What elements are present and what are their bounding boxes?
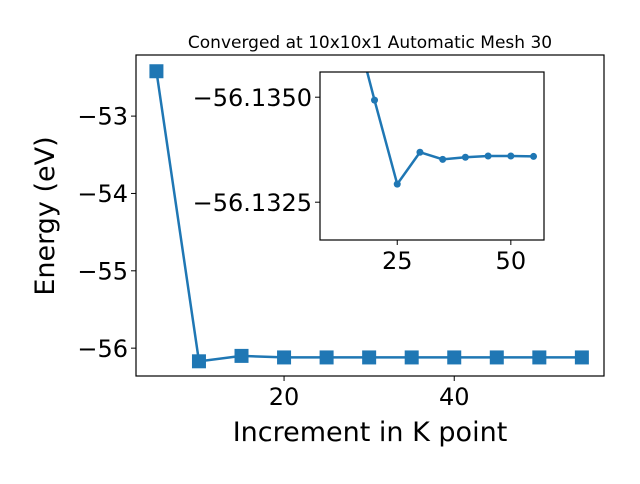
- main-data-point: [489, 350, 504, 365]
- inset-data-point: [371, 96, 379, 104]
- inset-y-tick-label: −56.1325: [193, 189, 312, 217]
- inset-data-point: [461, 153, 469, 161]
- main-data-point: [191, 354, 206, 369]
- main-data-point: [362, 350, 377, 365]
- inset-data-point: [507, 152, 515, 160]
- inset-x-tick-label: 50: [496, 247, 527, 275]
- inset-x-tick-label: 25: [382, 247, 413, 275]
- main-data-point: [319, 350, 334, 365]
- main-y-tick-label: −55: [77, 257, 128, 285]
- main-y-tick-label: −54: [77, 180, 128, 208]
- chart-title: Converged at 10x10x1 Automatic Mesh 30: [188, 33, 552, 53]
- inset-y-tick-label: −56.1350: [193, 84, 312, 112]
- inset-data-point: [393, 180, 401, 188]
- inset-data-point: [416, 148, 424, 156]
- inset-data-point: [530, 152, 538, 160]
- main-data-point: [532, 350, 547, 365]
- inset-data-point: [484, 152, 492, 160]
- main-series: [149, 64, 589, 369]
- inset-data-point: [439, 155, 447, 163]
- main-y-tick-label: −56: [77, 335, 128, 363]
- main-data-point: [574, 350, 589, 365]
- main-y-tick-label: −53: [77, 103, 128, 131]
- main-data-point: [404, 350, 419, 365]
- main-data-point: [277, 350, 292, 365]
- main-data-point: [447, 350, 462, 365]
- main-x-tick-label: 40: [439, 383, 470, 411]
- main-x-tick-label: 20: [269, 383, 300, 411]
- inset-series: [348, 10, 538, 188]
- inset-data-point: [348, 10, 355, 17]
- main-data-point: [234, 348, 249, 363]
- main-axes-frame: [135, 54, 605, 377]
- main-data-point: [149, 64, 164, 79]
- x-axis-label: Increment in K point: [233, 417, 508, 448]
- y-axis-label: Energy (eV): [30, 136, 61, 295]
- inset-axes-frame: [319, 71, 545, 241]
